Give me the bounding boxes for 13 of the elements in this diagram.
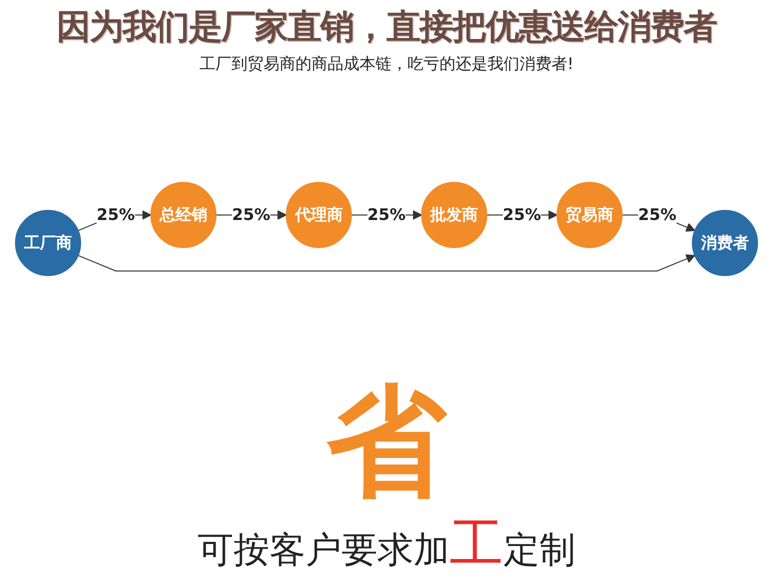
arrow [78,254,696,272]
subtitle: 工厂到贸易商的商品成本链，吃亏的还是我们消费者! [199,54,574,75]
edge-label: 25% [96,205,135,224]
edge-label: 25% [502,205,542,224]
caption: 可按客户要求加工定制 [198,516,576,572]
edge-label: 25% [638,205,676,224]
node-circle: 工厂商 [15,210,82,276]
edge-label: 25% [232,205,270,224]
edge-label: 25% [367,205,406,224]
node-circle: 贸易商 [556,182,623,248]
node-circle: 消费者 [692,210,758,276]
title: 因为我们是厂家直销，直接把优惠送给消费者 [56,6,716,49]
big-character: 省 [326,382,446,503]
